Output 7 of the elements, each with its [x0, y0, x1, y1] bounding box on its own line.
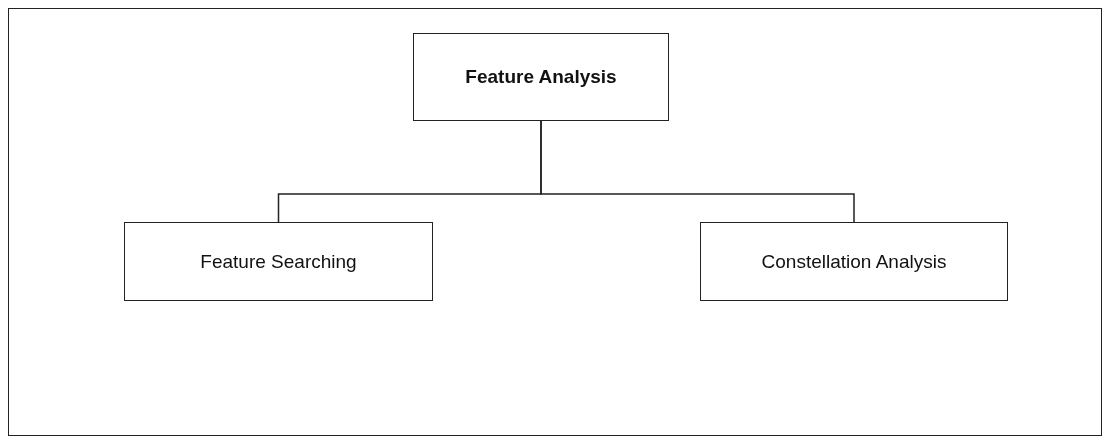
- process-box: [124, 222, 433, 301]
- process-box: [700, 222, 1008, 301]
- box-label: Feature Searching: [200, 250, 357, 273]
- box-label: Feature Analysis: [465, 66, 617, 88]
- process-box: [413, 33, 669, 121]
- connector-line: [540, 120, 855, 223]
- box-label: Constellation Analysis: [761, 250, 947, 273]
